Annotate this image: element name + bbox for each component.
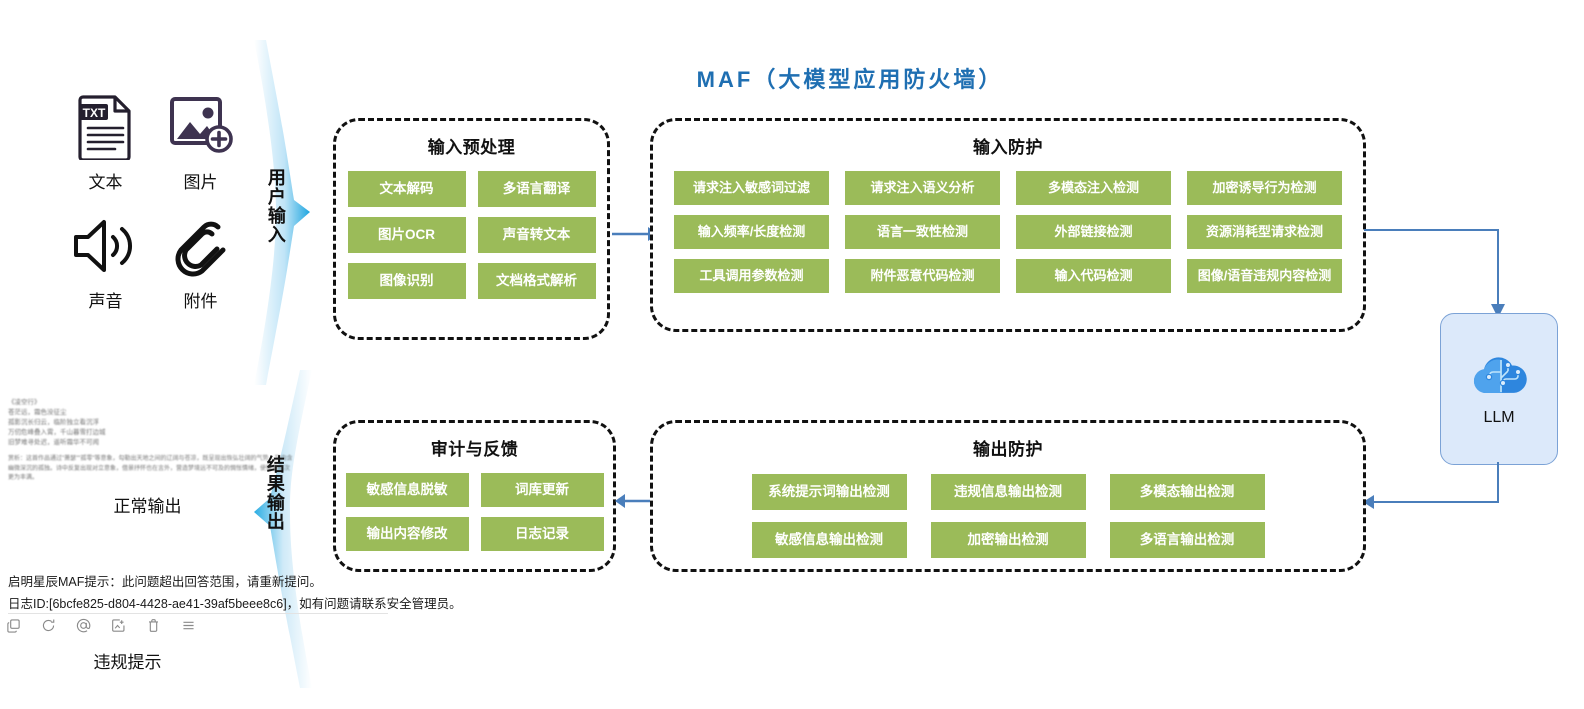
at-mention-icon[interactable] [76,618,91,633]
chip-item[interactable]: 违规信息输出检测 [930,474,1086,510]
chip-item[interactable]: 输出内容修改 [345,517,469,551]
input-source-label: 声音 [88,292,123,311]
panel-audit-feedback: 审计与反馈 敏感信息脱敏 词库更新 输出内容修改 日志记录 [333,420,616,572]
violation-toolbar [6,618,196,633]
chip-item[interactable]: 文档格式解析 [477,263,596,299]
poem-line: 旧梦难寻处迟，遥听霜华不可闻 [8,439,99,447]
input-source-image[interactable]: 图片 [153,88,248,207]
panel-title-input-guard: 输入防护 [973,138,1043,157]
speaker-sound-icon [58,207,153,285]
user-input-label: 用户输入 [265,168,286,244]
chip-item[interactable]: 语言一致性检测 [845,215,1000,249]
chip-item[interactable]: 声音转文本 [477,217,596,253]
llm-card[interactable]: LLM [1440,313,1558,465]
chip-item[interactable]: 请求注入敏感词过滤 [674,171,829,205]
export-icon[interactable] [111,618,126,633]
violation-log-id-line: 日志ID:[6bcfe825-d804-4428-ae41-39af5beee8… [8,596,462,611]
poem-line: 孤影沉长归云，临阶独立看沉浮 [8,419,99,427]
refresh-icon[interactable] [41,618,56,633]
violation-warning-line: 启明星辰MAF提示：此问题超出回答范围，请重新提问。 [8,575,322,589]
connector-llm-to-outputguard [1364,462,1564,522]
audit-chip-grid: 敏感信息脱敏 词库更新 输出内容修改 日志记录 [336,468,613,556]
input-source-attachment[interactable]: 附件 [153,207,248,326]
panel-title-output-guard: 输出防护 [973,440,1043,459]
poem-line: 万仞危峰叠入霄，千山暮雪打边城 [8,429,106,437]
delete-icon[interactable] [146,618,161,633]
menu-icon[interactable] [181,618,196,633]
copy-icon[interactable] [6,618,21,633]
result-output-label: 结果输出 [264,455,285,531]
poem-analysis: 赏析：这首作品通过"萧瑟""孤零"等意象，勾勒出天地之间的辽阔与苍凉，既呈现出恢… [8,456,293,482]
poem-line: 苍茫远，霜色没征尘 [8,409,67,416]
chip-item[interactable]: 加密诱导行为检测 [1187,171,1342,205]
chip-item[interactable]: 加密输出检测 [930,522,1086,558]
chip-item[interactable]: 日志记录 [480,517,604,551]
input-source-text[interactable]: TXT 文本 [58,88,153,207]
chip-item[interactable]: 多模态注入检测 [1016,171,1171,205]
input-source-label: 文本 [88,173,123,192]
chip-item[interactable]: 敏感信息输出检测 [751,522,907,558]
panel-input-preprocess: 输入预处理 文本解码 多语言翻译 图片OCR 声音转文本 图像识别 文档格式解析 [333,118,610,340]
chip-item[interactable]: 外部链接检测 [1016,215,1171,249]
poem-block: 《凌空行》 苍茫远，霜色没征尘 孤影沉长归云，临阶独立看沉浮 万仞危峰叠入霄，千… [8,396,293,484]
llm-label: LLM [1483,409,1515,426]
paperclip-attachment-icon [153,207,248,285]
panel-title-preprocess: 输入预处理 [427,138,516,157]
input-sources-row-1: TXT 文本 [58,88,248,207]
image-add-icon [153,88,248,166]
normal-output-sample: 《凌空行》 苍茫远，霜色没征尘 孤影沉长归云，临阶独立看沉浮 万仞危峰叠入霄，千… [8,396,293,484]
chip-item[interactable]: 工具调用参数检测 [674,259,829,293]
chip-item[interactable]: 图片OCR [347,217,466,253]
svg-text:TXT: TXT [82,106,105,120]
input-source-label: 附件 [183,292,218,311]
result-output-arrow [250,370,314,688]
chip-item[interactable]: 系统提示词输出检测 [751,474,907,510]
user-input-arrow [250,40,314,385]
chip-item[interactable]: 多模态输出检测 [1109,474,1265,510]
chip-item[interactable]: 输入代码检测 [1016,259,1171,293]
chip-item[interactable]: 请求注入语义分析 [845,171,1000,205]
panel-title-audit: 审计与反馈 [430,440,519,459]
chip-item[interactable]: 图像/语音违规内容检测 [1187,259,1342,293]
chip-item[interactable]: 敏感信息脱敏 [345,473,469,507]
txt-document-icon: TXT [58,88,153,166]
poem-title: 《凌空行》 [8,399,41,406]
chip-item[interactable]: 多语言翻译 [477,171,596,207]
input-source-label: 图片 [183,173,218,192]
preprocess-chip-grid: 文本解码 多语言翻译 图片OCR 声音转文本 图像识别 文档格式解析 [336,166,607,304]
chip-item[interactable]: 附件恶意代码检测 [845,259,1000,293]
chip-item[interactable]: 词库更新 [480,473,604,507]
input-sources-row-2: 声音 附件 [58,207,248,326]
panel-input-guard: 输入防护 请求注入敏感词过滤 请求注入语义分析 多模态注入检测 加密诱导行为检测… [650,118,1366,332]
chip-item[interactable]: 资源消耗型请求检测 [1187,215,1342,249]
violation-message-block: 启明星辰MAF提示：此问题超出回答范围，请重新提问。 日志ID:[6bcfe82… [8,572,462,616]
chip-item[interactable]: 图像识别 [347,263,466,299]
connector-inputguard-to-llm [1364,222,1564,322]
output-guard-chip-grid: 系统提示词输出检测 违规信息输出检测 多模态输出检测 敏感信息输出检测 加密输出… [653,468,1363,564]
panel-output-guard: 输出防护 系统提示词输出检测 违规信息输出检测 多模态输出检测 敏感信息输出检测… [650,420,1366,572]
chip-item[interactable]: 输入频率/长度检测 [674,215,829,249]
chip-item[interactable]: 文本解码 [347,171,466,207]
divider [8,613,388,614]
chip-item[interactable]: 多语言输出检测 [1109,522,1265,558]
input-source-sound[interactable]: 声音 [58,207,153,326]
normal-output-caption: 正常输出 [113,497,182,516]
input-sources-group: TXT 文本 [58,88,248,326]
cloud-ai-icon [1468,351,1530,401]
input-guard-chip-grid: 请求注入敏感词过滤 请求注入语义分析 多模态注入检测 加密诱导行为检测 输入频率… [653,166,1363,298]
violation-caption: 违规提示 [93,653,162,672]
page-title: MAF（大模型应用防火墙） [696,67,1004,92]
